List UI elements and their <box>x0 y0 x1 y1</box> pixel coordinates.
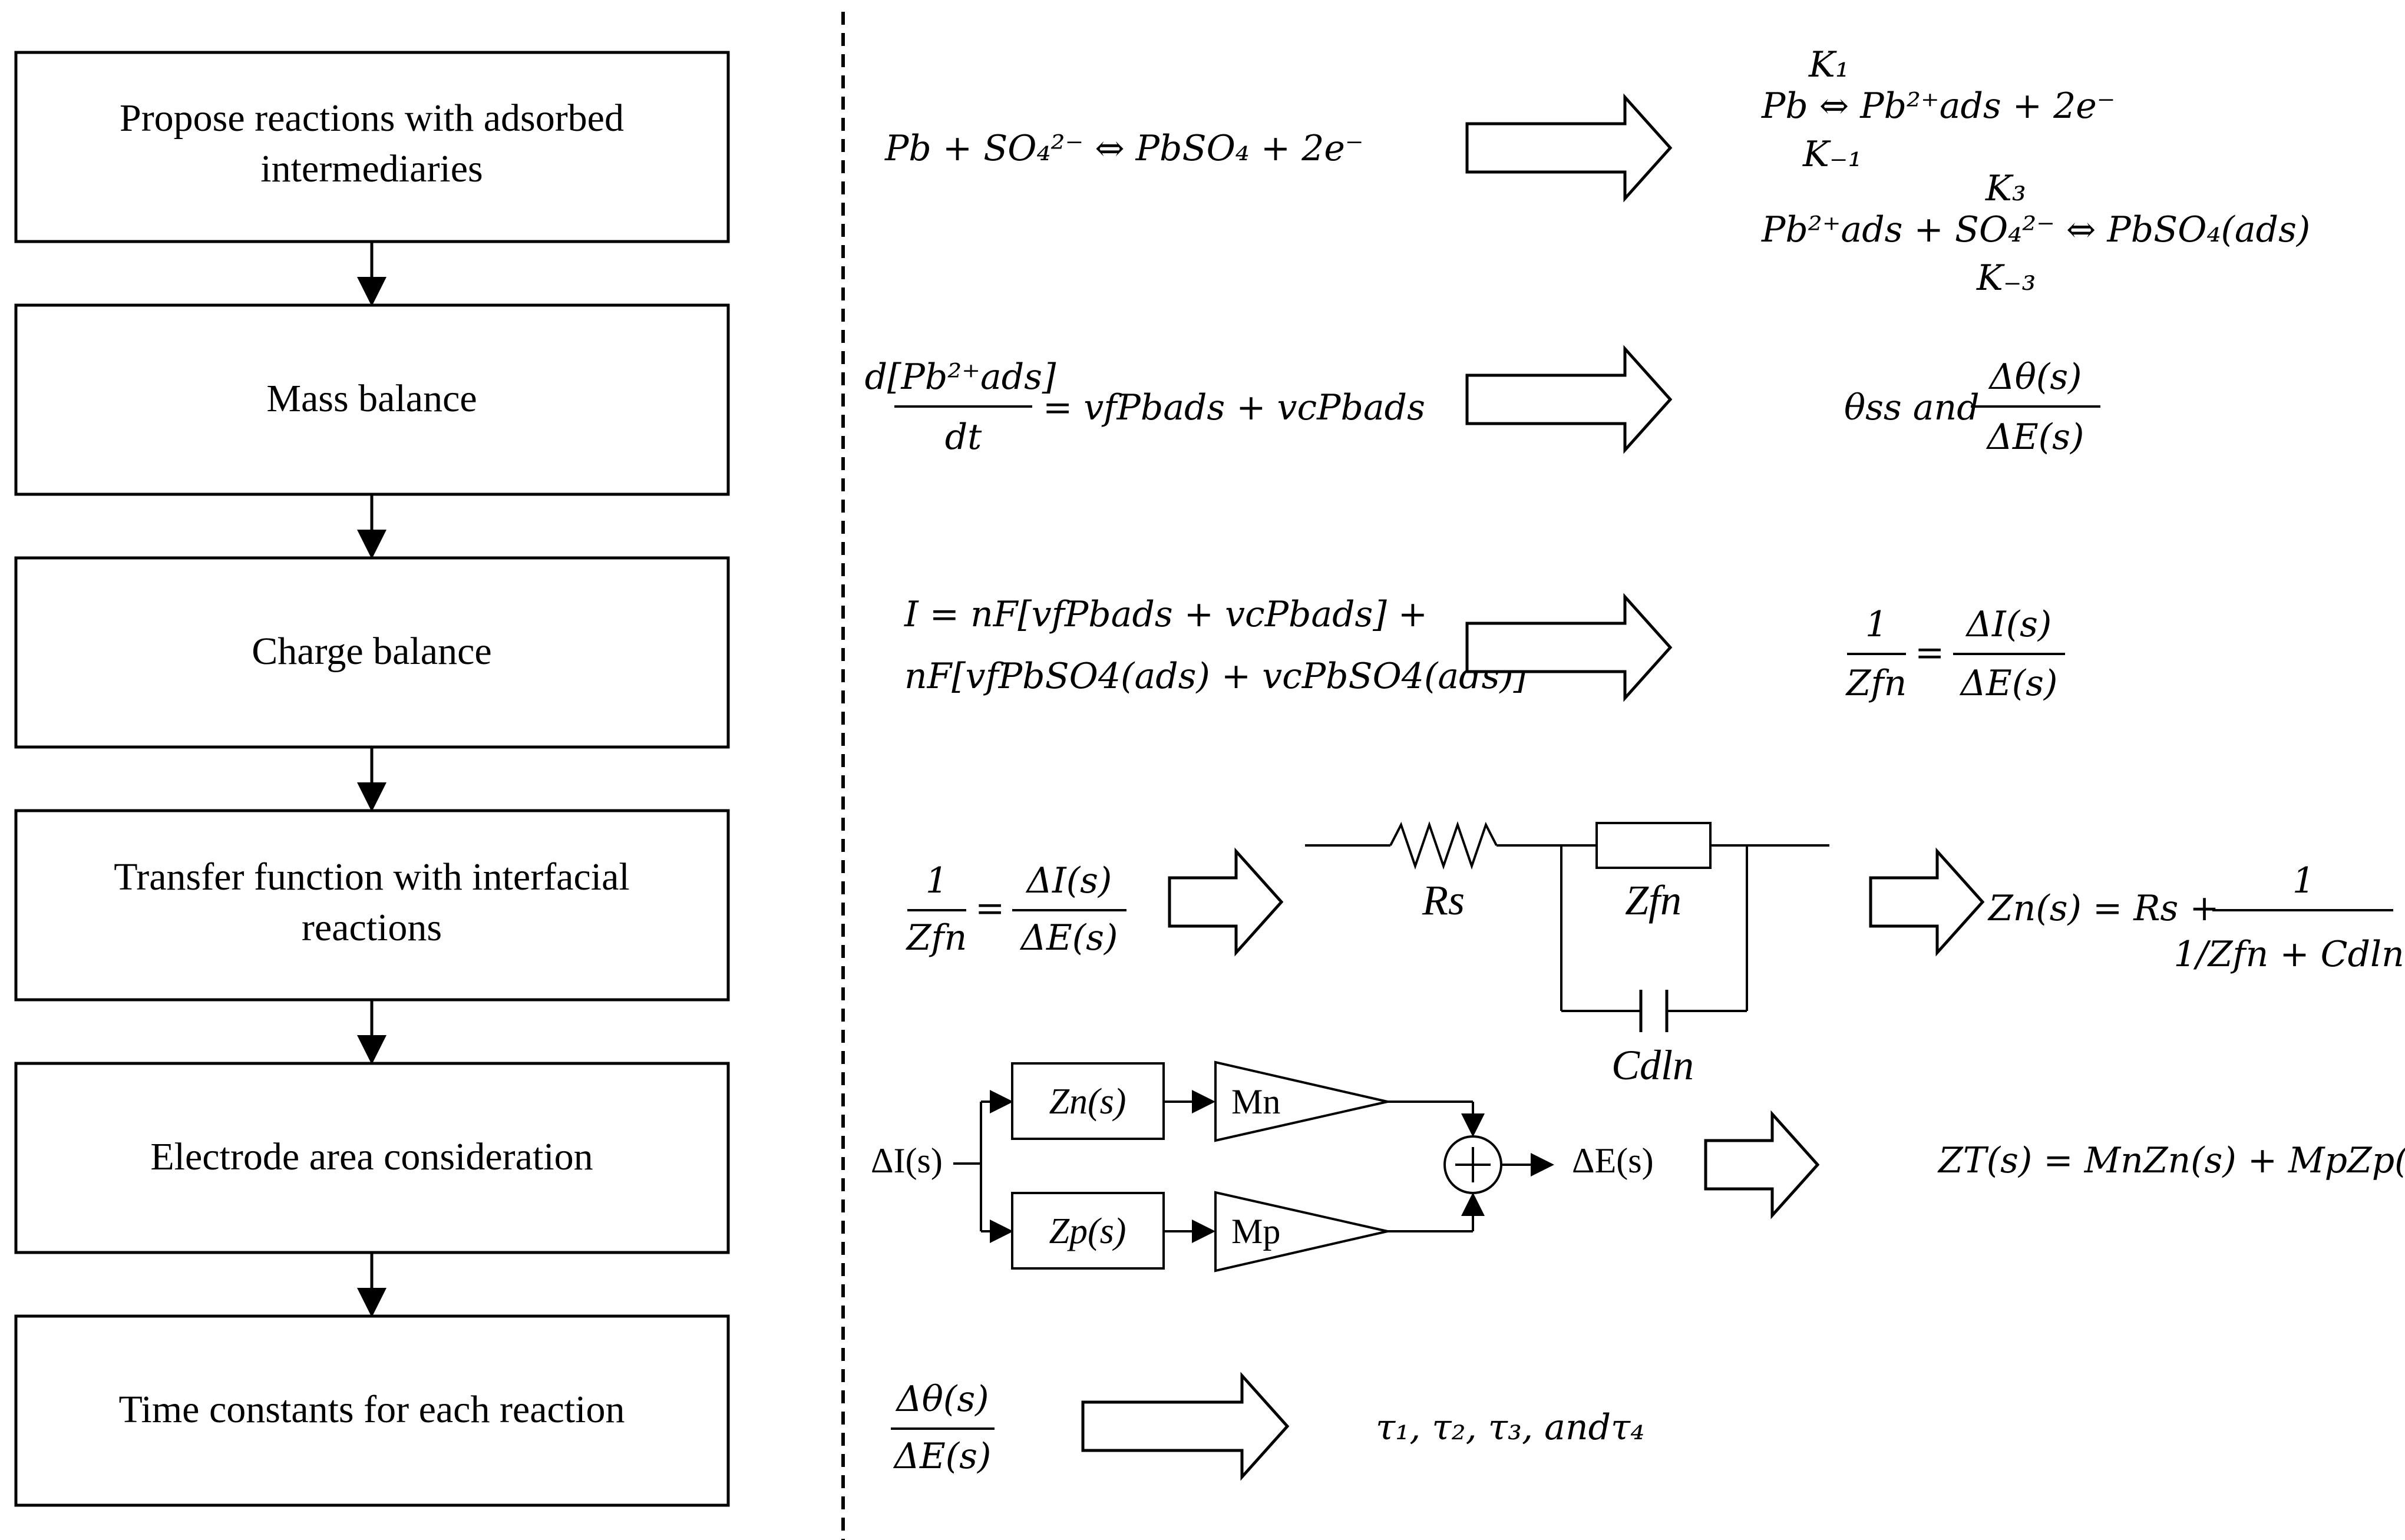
row-5-block-diagram: ΔI(s) Zn(s) Zp(s) Mn Mp ΔE(s) ZT(s) <box>871 1060 2405 1273</box>
reaction-1: Pb ⇔ Pb²⁺ads + 2e⁻ <box>1761 85 2115 127</box>
block-arrow-1 <box>1465 93 1673 203</box>
tc-numerator: Δθ(s) <box>895 1379 989 1420</box>
step-box-2: Mass balance <box>14 303 730 496</box>
step-box-1: Propose reactions with adsorbed intermed… <box>14 51 730 243</box>
tc-denominator: ΔE(s) <box>893 1436 992 1477</box>
zn-expression: Zn(s) = Rs + <box>1987 888 2219 929</box>
mp-gain-label: Mp <box>1231 1212 1280 1251</box>
overall-reaction: Pb + SO₄²⁻ ⇔ PbSO₄ + 2e⁻ <box>884 128 1364 169</box>
block-arrow-3 <box>1465 593 1673 702</box>
charge-output-right-numerator: ΔI(s) <box>1965 604 2052 645</box>
row-6-time-constants: Δθ(s) ΔE(s) τ₁, τ₂, τ₃, andτ₄ <box>891 1372 1644 1481</box>
mass-balance-output-prefix: θss and <box>1844 387 1980 428</box>
block-arrow-4 <box>1168 847 1284 957</box>
mass-balance-output-denominator: ΔE(s) <box>1986 417 2084 458</box>
mass-balance-rhs: = vfPbads + vcPbads <box>1043 387 1425 428</box>
mass-balance-denominator: dt <box>945 417 982 458</box>
step-1-line-1: Propose reactions with adsorbed <box>120 97 624 140</box>
tf-equals: = <box>975 888 1005 929</box>
step-box-3: Charge balance <box>14 556 730 749</box>
block-arrow-5 <box>1869 847 1985 957</box>
cdln-label: Cdln <box>1611 1042 1694 1089</box>
row-2-mass-balance: d[Pb²⁺ads] dt = vfPbads + vcPbads θss an… <box>865 345 2100 458</box>
zn-denominator: 1/Zfn + Cdln s <box>2173 934 2405 975</box>
step-1-line-2: intermediaries <box>260 147 483 190</box>
rate-constant-k-minus-1: K₋₁ <box>1802 134 1862 175</box>
time-constants-result: τ₁, τ₂, τ₃, andτ₄ <box>1376 1407 1644 1448</box>
step-3-label: Charge balance <box>252 630 491 673</box>
tf-right-numerator: ΔI(s) <box>1026 860 1112 901</box>
impedance-zfn <box>1595 822 1712 869</box>
mass-balance-output-numerator: Δθ(s) <box>1988 356 2082 398</box>
total-impedance: ZT(s) = MnZn(s) + MpZp(s) <box>1937 1140 2405 1181</box>
mn-gain-label: Mn <box>1231 1082 1280 1121</box>
block-output-label: ΔE(s) <box>1572 1141 1654 1180</box>
row-4-transfer-function: 1 Zfn = ΔI(s) ΔE(s) Rs Zfn Cdln Zn(s) = … <box>906 821 2405 1089</box>
equivalent-circuit <box>1305 821 1829 1032</box>
step-box-5: Electrode area consideration <box>14 1062 730 1254</box>
tf-right-denominator: ΔE(s) <box>1020 917 1118 959</box>
charge-output-equals: = <box>1915 632 1944 673</box>
charge-balance-line-2: nF[vfPbSO4(ads) + vcPbSO4(ads)] <box>904 656 1528 697</box>
rate-constant-k-minus-3: K₋₃ <box>1976 257 2036 299</box>
step-5-label: Electrode area consideration <box>150 1135 593 1178</box>
zfn-label: Zfn <box>1625 877 1681 924</box>
rate-constant-k3: K₃ <box>1985 168 2026 209</box>
gain-mn <box>1214 1060 1388 1142</box>
step-box-4: Transfer function with interfacial react… <box>14 809 730 1002</box>
reaction-3: Pb²⁺ads + SO₄²⁻ ⇔ PbSO₄(ads) <box>1761 209 2310 250</box>
block-input-label: ΔI(s) <box>871 1141 943 1180</box>
block-arrow-7 <box>1081 1372 1290 1481</box>
rate-constant-k1: K₁ <box>1808 44 1849 85</box>
resistor-rs <box>1389 821 1498 870</box>
step-2-label: Mass balance <box>266 377 477 420</box>
block-zp <box>1011 1192 1165 1270</box>
tf-left-numerator: 1 <box>926 860 948 901</box>
zn-numerator: 1 <box>2292 860 2315 901</box>
row-3-charge-balance: I = nF[vfPbads + vcPbads] + nF[vfPbSO4(a… <box>904 593 2065 704</box>
step-4-line-2: reactions <box>302 906 442 949</box>
gain-mp <box>1214 1191 1388 1273</box>
charge-output-right-denominator: ΔE(s) <box>1960 663 2058 704</box>
step-box-6: Time constants for each reaction <box>14 1314 730 1507</box>
step-6-label: Time constants for each reaction <box>119 1388 625 1431</box>
tf-left-denominator: Zfn <box>906 917 967 959</box>
charge-output-left-denominator: Zfn <box>1845 663 1907 704</box>
rs-label: Rs <box>1422 877 1465 924</box>
block-zn <box>1011 1062 1165 1140</box>
zp-block-label: Zp(s) <box>1049 1211 1126 1251</box>
step-4-line-1: Transfer function with interfacial <box>114 855 629 898</box>
mass-balance-numerator: d[Pb²⁺ads] <box>865 356 1056 398</box>
charge-balance-line-1: I = nF[vfPbads + vcPbads] + <box>904 594 1428 635</box>
zn-block-label: Zn(s) <box>1049 1082 1126 1122</box>
row-1-reactions: Pb + SO₄²⁻ ⇔ PbSO₄ + 2e⁻ K₁ Pb ⇔ Pb²⁺ads… <box>884 44 2310 299</box>
charge-output-left-numerator: 1 <box>1865 604 1888 645</box>
block-arrow-2 <box>1465 345 1673 454</box>
block-arrow-6 <box>1704 1110 1820 1220</box>
